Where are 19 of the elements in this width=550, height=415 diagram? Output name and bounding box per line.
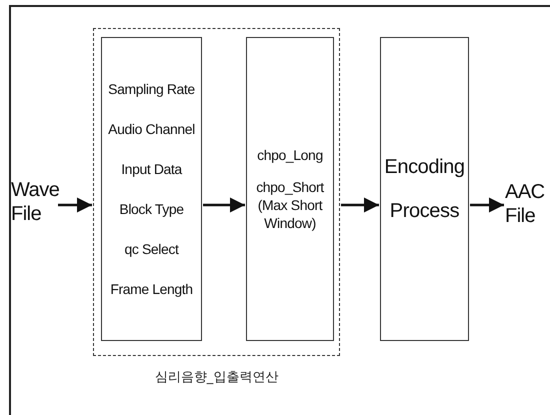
group-label: 심리음향_입출력연산 <box>154 369 280 386</box>
arrow <box>341 198 379 212</box>
process-box <box>380 37 469 341</box>
item-text: chpo_Long <box>257 146 323 164</box>
arrow <box>58 198 92 212</box>
process-box <box>246 37 334 341</box>
item-text: Block Type <box>119 200 184 219</box>
file-label: Wave File <box>11 178 57 228</box>
arrow <box>470 198 504 212</box>
item-text: chpo_Short (Max Short Window) <box>255 178 325 232</box>
file-label: AAC File <box>505 180 549 228</box>
item-text: Encoding Process <box>384 155 465 224</box>
item-text: Sampling Rate <box>108 80 195 99</box>
item-text: Audio Channel <box>108 120 195 139</box>
item-text: qc Select <box>124 240 178 259</box>
item-text: Input Data <box>121 160 182 179</box>
process-box <box>101 37 202 341</box>
item-text: Frame Length <box>110 280 193 299</box>
arrow <box>203 198 245 212</box>
